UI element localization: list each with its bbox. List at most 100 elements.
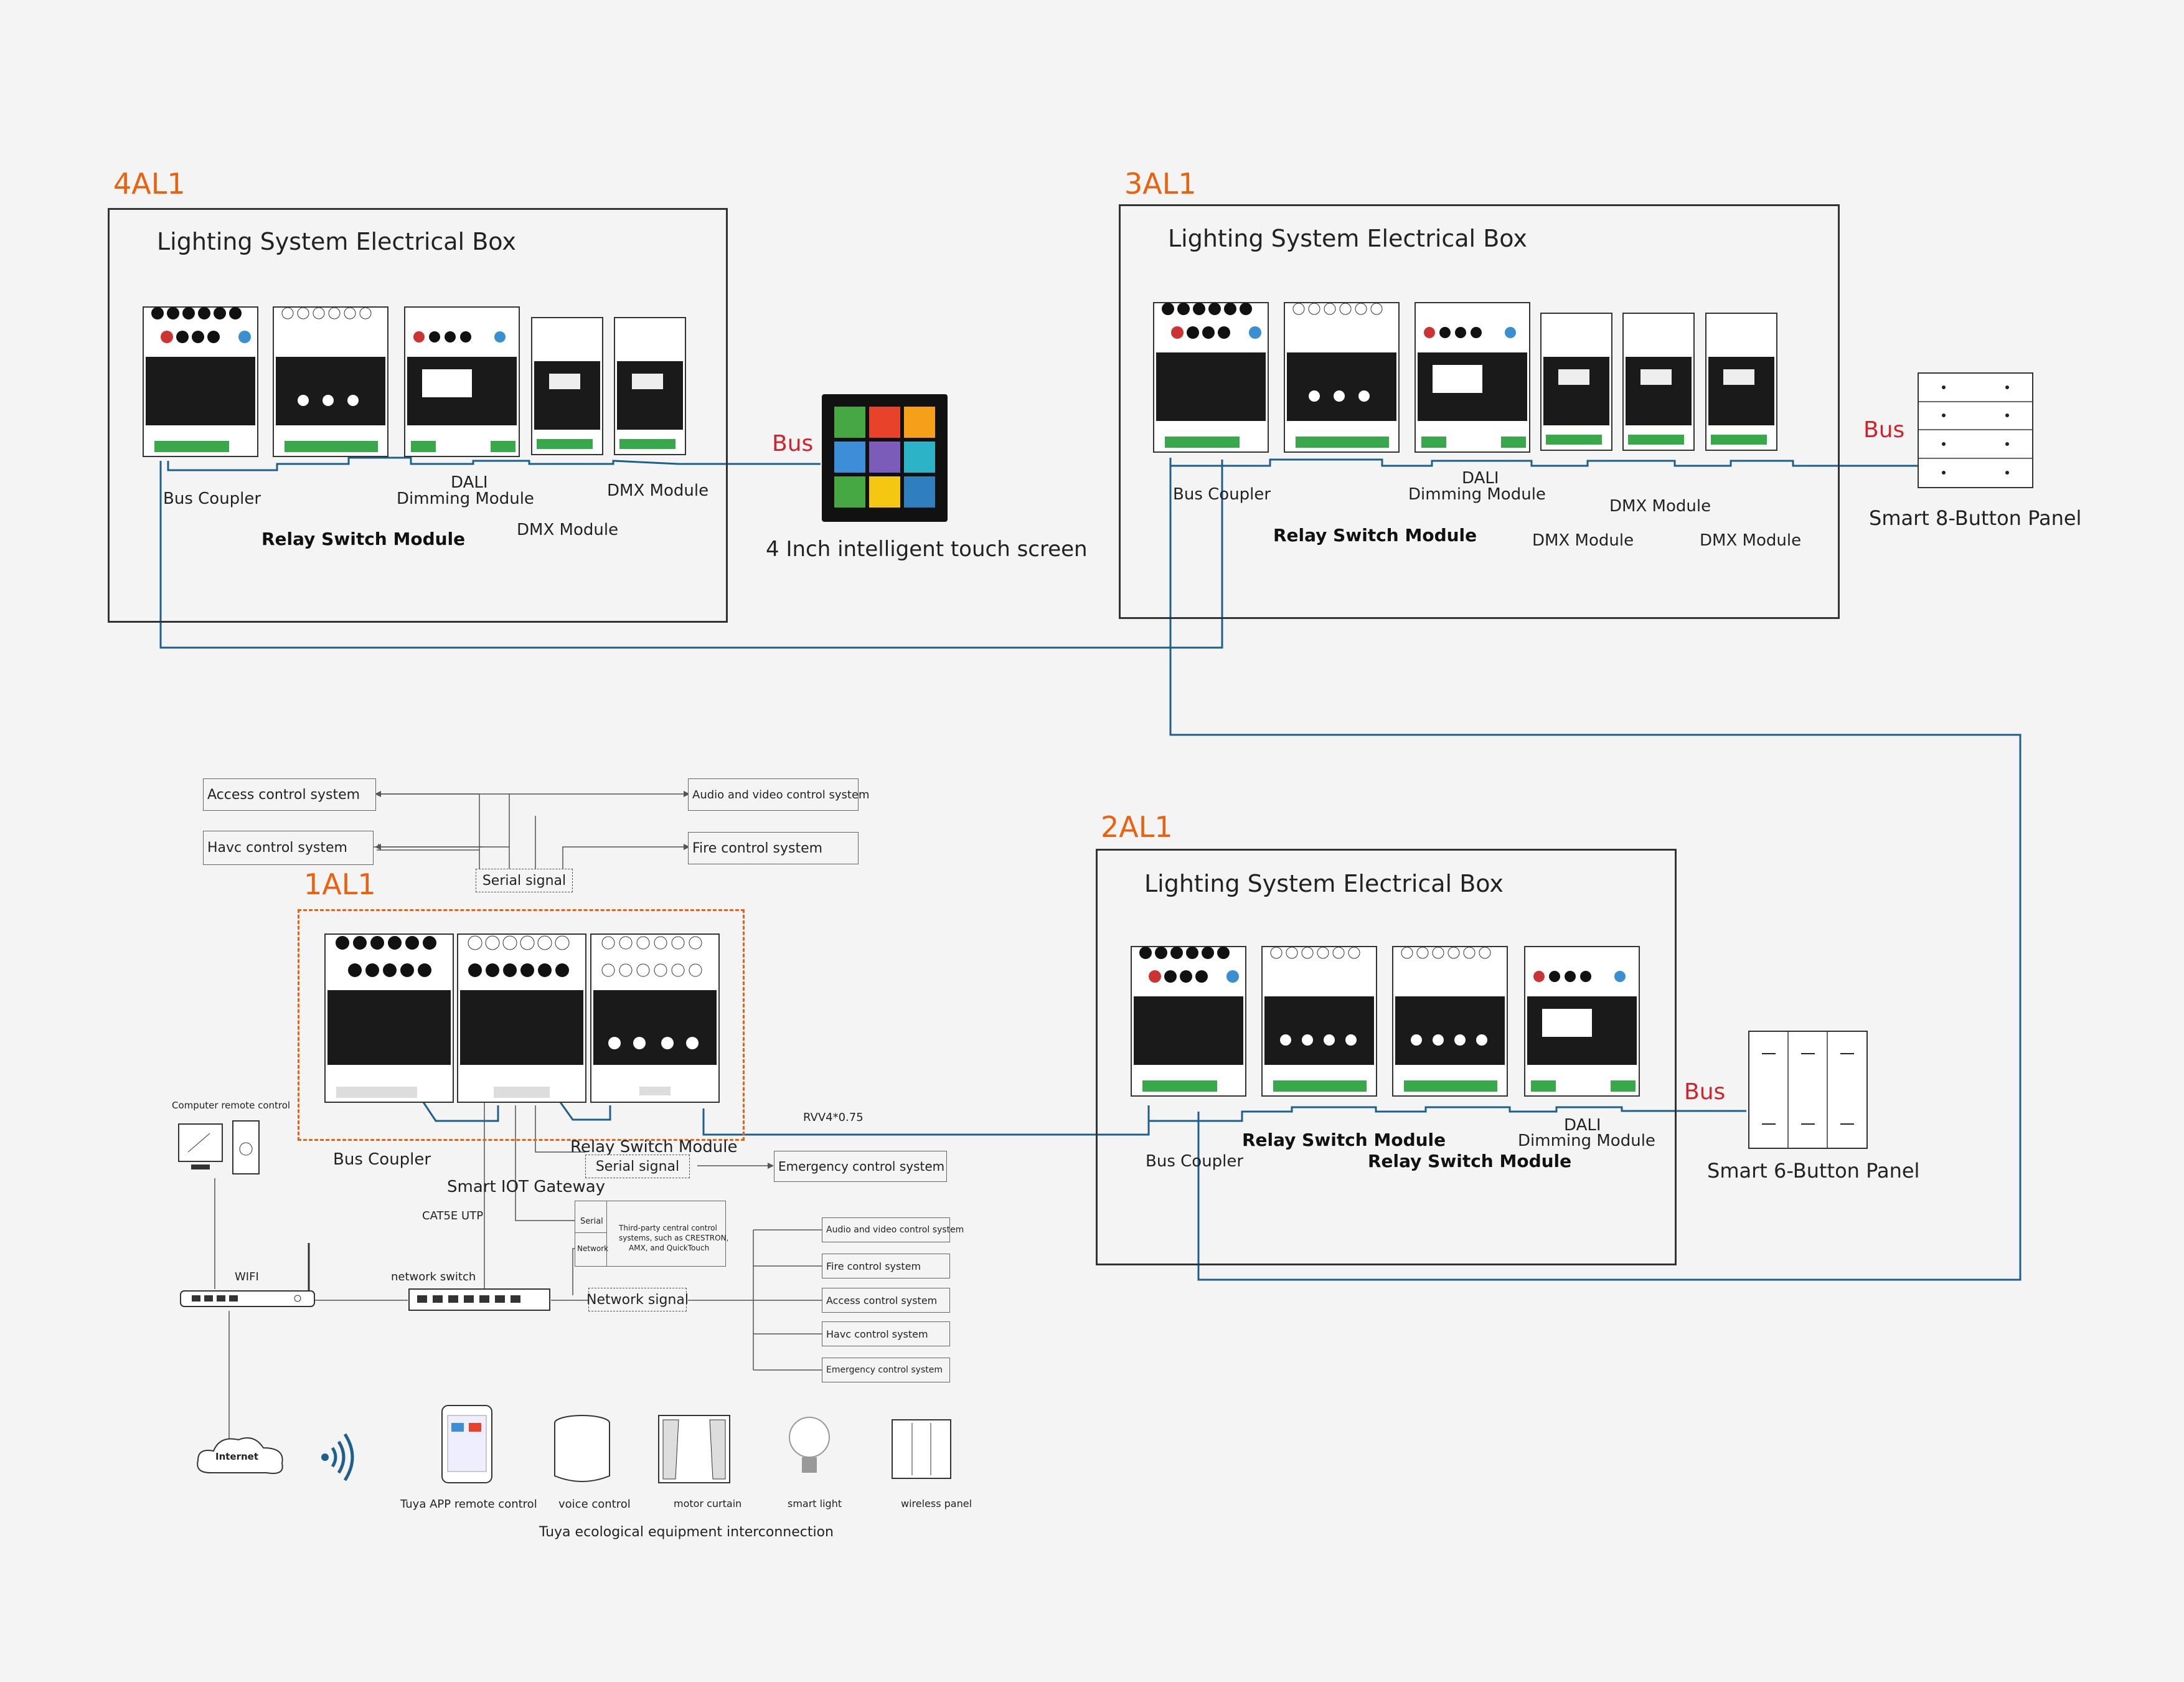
bus-wire-1al1-2al1 [702,1105,1150,1136]
bus-label-touchscreen: Bus [772,431,814,456]
box-title-2al1: Lighting System Electrical Box [1144,870,1504,897]
dmx-module-c-3al1 [1705,307,1778,456]
internet-label: Internet [215,1451,259,1462]
dali-dimming-module-3al1 [1414,296,1531,458]
cabinet-code-1al1: 1AL1 [304,867,376,901]
label-dali-3al1: DALI [1462,469,1499,488]
panel8-drawing [1919,385,2032,475]
label-dali-dim-2al1: Dimming Module [1518,1132,1655,1150]
third-party-box: Serial Network Third-party central contr… [575,1201,728,1267]
bus-coupler-module-3al1 [1152,296,1269,458]
label-dmx-a-3al1: DMX Module [1609,497,1711,516]
bus-label-panel6: Bus [1684,1079,1726,1105]
tuya-curtain-icon [657,1414,732,1485]
dali-dimming-module-2al1 [1523,940,1640,1102]
relay-switch-module-4al1 [272,301,389,463]
serial-signal-top: Serial signal [476,869,573,892]
dali-module-drawing [1414,302,1530,453]
label-dali-2al1: DALI [1564,1116,1601,1135]
label-bus-coupler-3al1: Bus Coupler [1173,485,1271,504]
bus-coupler-module-4al1 [142,301,259,463]
bus-coupler-drawing [1131,946,1246,1097]
electrical-box-4al1 [108,208,728,623]
tuya-item-curtain: motor curtain [674,1498,742,1510]
network-tree [551,1229,822,1371]
tuya-speaker-icon [551,1414,613,1485]
wifi-wires [214,1178,408,1439]
list-audio-video[interactable]: Audio and video control system [822,1217,964,1242]
emergency-control-box[interactable]: Emergency control system [774,1151,947,1182]
relay-module-drawing [1392,946,1508,1097]
dmx-module-drawing [531,317,603,455]
smart-6-button-panel[interactable] [1748,1031,1868,1149]
relay-switch-module-a-2al1 [1261,940,1378,1102]
label-bus-coupler-2al1: Bus Coupler [1146,1152,1244,1171]
tuya-caption: Tuya ecological equipment interconnectio… [539,1524,834,1540]
dmx-module-drawing [1622,313,1695,451]
dmx-module-b-3al1 [1622,307,1695,456]
cloud-drawing [197,1437,283,1474]
dmx-module-b-4al1 [613,311,687,461]
box-title-4al1: Lighting System Electrical Box [157,228,516,255]
dmx-module-drawing [1705,313,1777,451]
list-emergency[interactable]: Emergency control system [822,1358,950,1382]
computer-icon [176,1118,263,1180]
bus-wire-3al1-right [1169,458,2022,1281]
list-fire[interactable]: Fire control system [822,1254,950,1278]
third-party-network: Network [577,1244,609,1253]
serial-tree-b [374,793,509,848]
tuya-phone-icon [439,1404,495,1485]
electrical-box-3al1 [1119,204,1840,619]
label-dmx-a-4al1: DMX Module [607,481,709,500]
access-control-box[interactable]: Access control system [203,778,376,811]
bulb-drawing [789,1417,830,1473]
label-relay-a-2al1: Relay Switch Module [1242,1130,1446,1150]
fire-control-box[interactable]: Fire control system [688,832,859,864]
list-access[interactable]: Access control system [822,1288,950,1313]
phone-drawing [441,1405,492,1483]
label-relay-b-2al1: Relay Switch Module [1368,1151,1572,1171]
tuya-item-app: Tuya APP remote control [400,1498,537,1511]
bus-wire-3al1-chain [1169,458,2022,467]
label-dmx-b-4al1: DMX Module [517,521,619,539]
wifi-router-icon[interactable] [179,1238,316,1310]
tuya-bulb-icon [784,1414,834,1485]
label-gateway-1al1: Smart IOT Gateway [447,1178,606,1196]
third-party-serial: Serial [580,1217,603,1226]
switch-drawing [408,1288,550,1311]
network-switch-icon[interactable] [408,1288,551,1311]
bus-label-panel8: Bus [1863,417,1905,443]
wireless-panel-drawing [892,1419,951,1479]
bus-wire-2al1-chain [1147,1105,1746,1122]
computer-label: Computer remote control [172,1100,291,1111]
bus-wire-4al1-chain [167,456,679,471]
smart-8-button-panel[interactable] [1918,372,2033,488]
label-bus-coupler-4al1: Bus Coupler [163,489,261,508]
dali-module-drawing [404,306,520,457]
panel6-label: Smart 6-Button Panel [1707,1159,1920,1183]
box-title-3al1: Lighting System Electrical Box [1168,225,1527,252]
touch-screen-label: 4 Inch intelligent touch screen [766,537,1088,562]
dmx-module-a-4al1 [530,311,604,461]
dali-module-drawing [1524,946,1640,1097]
cabinet-code-4al1: 4AL1 [113,167,186,201]
bus-coupler-drawing [324,933,454,1103]
label-dali-4al1: DALI [451,473,488,492]
computer-drawing [178,1120,260,1174]
dmx-module-a-3al1 [1540,307,1613,456]
list-havc[interactable]: Havc control system [822,1321,950,1346]
havc-control-box[interactable]: Havc control system [203,831,374,865]
third-party-desc-1: Third-party central control [619,1224,717,1232]
label-relay-3al1: Relay Switch Module [1273,525,1477,546]
label-bus-coupler-1al1: Bus Coupler [333,1150,431,1169]
router-drawing [180,1243,315,1307]
audio-video-control-box[interactable]: Audio and video control system [688,778,870,811]
bus-coupler-drawing [143,306,258,457]
internet-cloud: Internet [192,1432,289,1482]
serial-mid [515,1105,772,1221]
touch-screen-device[interactable] [822,394,948,522]
electrical-box-1al1 [298,909,745,1141]
tuya-item-panel: wireless panel [901,1498,972,1510]
cabinet-code-2al1: 2AL1 [1101,810,1173,844]
